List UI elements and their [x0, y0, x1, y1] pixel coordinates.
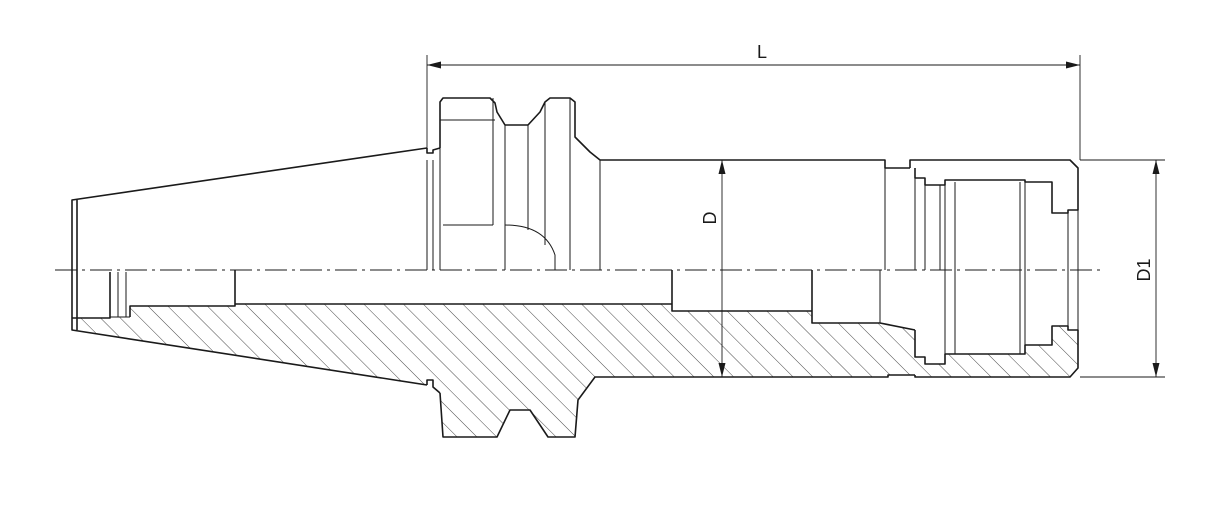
diameter-label: D: [700, 212, 720, 225]
flange-upper: [439, 97, 910, 169]
length-label: L: [757, 42, 767, 62]
section-hatched-half: [72, 304, 1078, 437]
holder-outline: [71, 97, 1079, 438]
nut-diameter-label: D1: [1134, 258, 1154, 281]
collet-nut: [909, 159, 1079, 214]
dimension-length: [426, 55, 1081, 160]
flange-lower: [439, 374, 915, 438]
dimension-nut-diameter: [1080, 159, 1165, 378]
taper-shank: [71, 147, 428, 386]
dimension-diameter: [718, 160, 726, 377]
